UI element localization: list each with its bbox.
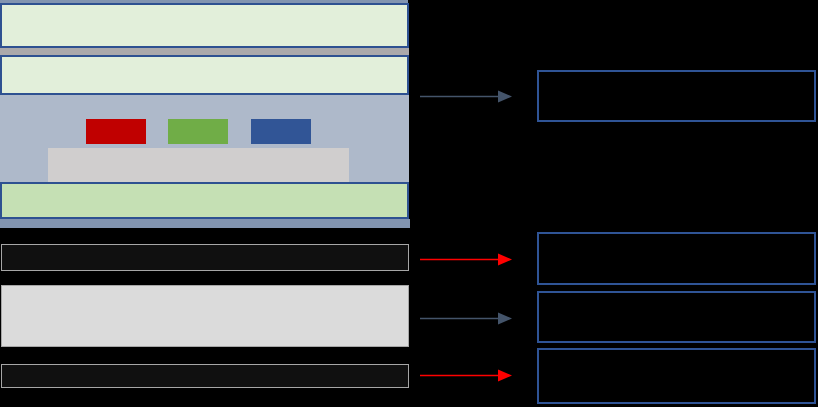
stack-layer-lower-green (0, 55, 409, 95)
dark-panel-1 (1, 244, 409, 271)
arrow-to-callout-4 (420, 369, 512, 382)
red-block (86, 119, 146, 144)
gray-pedestal (48, 148, 349, 182)
light-gray-panel (1, 285, 409, 347)
arrow-to-callout-3 (420, 312, 512, 325)
green-block (168, 119, 228, 144)
stack-body-region (0, 95, 409, 182)
callout-box-4 (537, 348, 816, 404)
stack-layer-green-base (0, 182, 409, 219)
stack-layer-upper-green (0, 3, 409, 48)
dark-panel-2 (1, 364, 409, 388)
stack-bottom-strip (0, 219, 410, 228)
callout-box-3 (537, 291, 816, 343)
blue-block (251, 119, 311, 144)
stack-mid-gray-strip (0, 48, 409, 55)
stack-top-strip (0, 0, 408, 5)
callout-box-2 (537, 232, 816, 285)
arrow-to-callout-2 (420, 253, 512, 266)
callout-box-1 (537, 70, 816, 122)
arrow-to-callout-1 (420, 90, 512, 103)
